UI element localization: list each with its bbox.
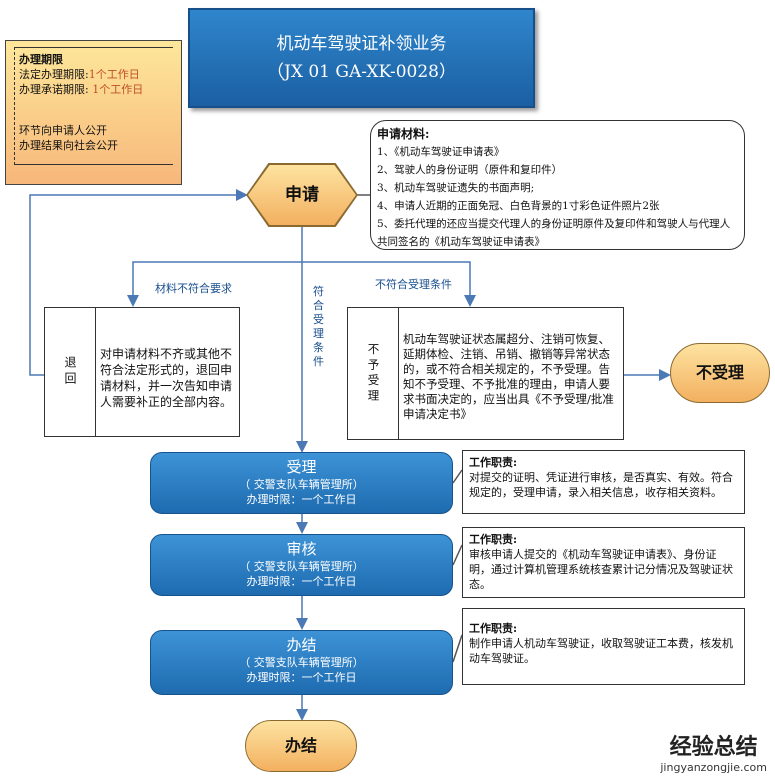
duty-box-review: 工作职责: 审核申请人提交的《机动车驾驶证申请表》、身份证明，通过计算机管理系统…: [462, 527, 745, 598]
label-not-meet-conditions: 不符合受理条件: [375, 278, 452, 291]
materials-heading: 申请材料:: [377, 127, 430, 141]
stage-dept: （ 交警支队车辆管理所）: [239, 560, 364, 573]
material-item: 2、驾驶人的身份证明（原件和复印件）: [377, 164, 563, 176]
public-note-1: 环节向申请人公开: [19, 124, 107, 137]
apply-node: 申请: [248, 165, 356, 225]
time-limits-box: 办理期限 法定办理期限:1个工作日 办理承诺期限: 1个工作日 环节向申请人公开…: [5, 40, 182, 185]
duty-box-accept: 工作职责: 对提交的证明、凭证进行审核，是否真实、有效。符合规定的，受理申请，录…: [462, 450, 745, 514]
stage-limit: 办理时限：一个工作日: [246, 575, 357, 588]
material-item: 5、委托代理的还应当提交代理人的身份证明原件及复印件和驾驶人与代理人共同签名的《…: [377, 218, 731, 248]
stage-name: 办结: [286, 636, 317, 654]
return-title: 退回: [45, 308, 96, 436]
return-box: 退回 对申请材料不齐或其他不符合法定形式的，退回申请材料，并一次告知申请人需要补…: [44, 307, 240, 437]
duty-text: 审核申请人提交的《机动车驾驶证申请表》、身份证明，通过计算机管理系统核查累计记分…: [469, 548, 733, 591]
title-code: （JX 01 GA-XK-0028）: [267, 62, 456, 82]
reject-title: 不予受理: [348, 308, 399, 439]
reject-text: 机动车驾驶证状态属超分、注销可恢复、延期体检、注销、吊销、撤销等异常状态的，或不…: [403, 332, 614, 421]
stage-review: 审核 （ 交警支队车辆管理所） 办理时限：一个工作日: [150, 534, 453, 596]
duty-text: 对提交的证明、凭证进行审核，是否真实、有效。符合规定的，受理申请，录入相关信息，…: [469, 471, 733, 499]
material-item: 1、《机动车驾驶证申请表》: [377, 146, 505, 158]
title-main: 机动车驾驶证补领业务: [276, 34, 447, 54]
reject-box: 不予受理 机动车驾驶证状态属超分、注销可恢复、延期体检、注销、吊销、撤销等异常状…: [347, 307, 624, 440]
limits-heading: 办理期限: [19, 53, 63, 66]
stage-dept: （ 交警支队车辆管理所）: [239, 656, 364, 669]
stage-limit: 办理时限：一个工作日: [246, 671, 357, 684]
duty-box-complete: 工作职责: 制作申请人机动车驾驶证，收取驾驶证工本费，核发机动车驾驶证。: [462, 608, 745, 685]
promise-limit-value: 1个工作日: [92, 83, 144, 96]
not-accepted-node: 不受理: [670, 343, 770, 403]
watermark-cn: 经验总结: [669, 735, 758, 760]
return-text: 对申请材料不齐或其他不符合法定形式的，退回申请材料，并一次告知申请人需要补正的全…: [100, 347, 233, 409]
promise-limit: 办理承诺期限: 1个工作日: [19, 82, 169, 97]
end-node: 办结: [245, 720, 357, 772]
material-item: 3、机动车驾驶证遗失的书面声明;: [377, 182, 535, 194]
duty-title: 工作职责:: [469, 622, 518, 635]
public-note-2: 办理结果向社会公开: [19, 139, 118, 152]
watermark: 经验总结 jingyanzongjie.com: [660, 729, 767, 774]
materials-box: 申请材料: 1、《机动车驾驶证申请表》 2、驾驶人的身份证明（原件和复印件） 3…: [370, 120, 745, 250]
promise-limit-label: 办理承诺期限:: [19, 83, 93, 96]
label-material-not-met: 材料不符合要求: [155, 282, 232, 295]
duty-title: 工作职责:: [469, 456, 518, 469]
stage-dept: （ 交警支队车辆管理所）: [239, 478, 364, 491]
label-meet-conditions: 符合受理条件: [313, 285, 327, 369]
stage-accept: 受理 （ 交警支队车辆管理所） 办理时限：一个工作日: [150, 452, 453, 514]
stage-name: 受理: [286, 458, 317, 476]
title-box: 机动车驾驶证补领业务 （JX 01 GA-XK-0028）: [188, 8, 535, 108]
material-item: 4、申请人近期的正面免冠、白色背景的1寸彩色证件照片2张: [377, 200, 660, 212]
legal-limit-value: 1个工作日: [88, 68, 140, 81]
legal-limit: 法定办理期限:1个工作日: [19, 67, 169, 82]
stage-complete: 办结 （ 交警支队车辆管理所） 办理时限：一个工作日: [150, 630, 453, 695]
stage-name: 审核: [286, 540, 317, 558]
duty-text: 制作申请人机动车驾驶证，收取驾驶证工本费，核发机动车驾驶证。: [469, 637, 733, 665]
stage-limit: 办理时限：一个工作日: [246, 493, 357, 506]
duty-title: 工作职责:: [469, 533, 518, 546]
legal-limit-label: 法定办理期限:: [19, 68, 89, 81]
watermark-url: jingyanzongjie.com: [660, 761, 767, 774]
